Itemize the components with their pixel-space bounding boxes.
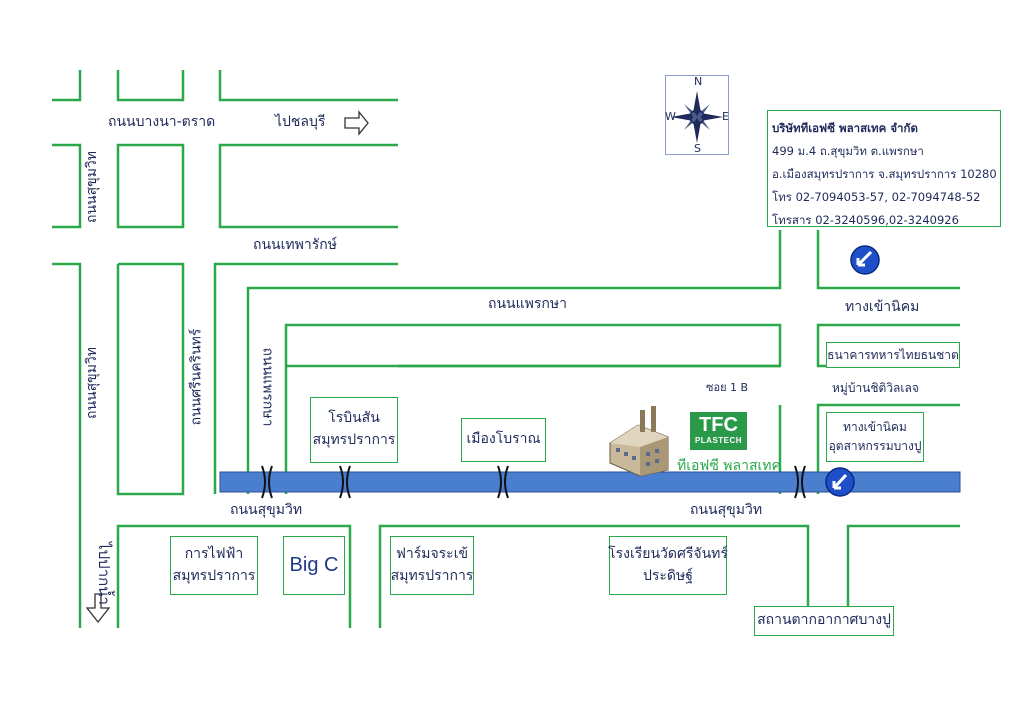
landmark-bangpoo-entrance: ทางเข้านิคม อุตสาหกรรมบางปู	[826, 412, 924, 462]
tfc-logo-sub: PLASTECH	[694, 436, 743, 445]
landmark-bangpoo-resort-label: สถานตากอากาศบางปู	[757, 612, 891, 629]
road-sukhumvit-vertical-mid: ถนนสุขุมวิท	[84, 346, 101, 420]
tfc-logo: TFC PLASTECH	[690, 412, 747, 450]
direction-sign-icon	[850, 245, 880, 275]
road-phraeksa: ถนนแพรกษา	[488, 296, 567, 312]
landmark-ancient-city: เมืองโบราณ	[461, 418, 546, 462]
landmark-tmb-bank-label: ธนาคารทหารไทยธนชาต	[827, 347, 959, 362]
compass-west: W	[665, 110, 676, 123]
landmark-robinson: โรบินสัน สมุทรปราการ	[310, 397, 398, 463]
road-theparak: ถนนเทพารักษ์	[253, 237, 337, 253]
landmark-big-c: Big C	[283, 536, 345, 595]
landmark-crocodile-farm-line1: ฟาร์มจระเข้	[395, 545, 469, 562]
to-chonburi-label: ไปชลบุรี	[275, 114, 326, 130]
landmark-bangpoo-entrance-line2: อุตสาหกรรมบางปู	[828, 439, 922, 453]
road-sukhumvit-vertical-top: ถนนสุขุมวิท	[84, 150, 101, 224]
landmark-electricity-line1: การไฟฟ้า	[184, 545, 244, 562]
landmark-electricity: การไฟฟ้า สมุทรปราการ	[170, 536, 258, 595]
to-pak-nam-label: ไปปากน้ำ	[94, 542, 113, 605]
landmark-school: โรงเรียนวัดศรีจันทร์ ประดิษฐ์	[608, 536, 728, 595]
road-phraeksa-vertical: ถนนแพรกษา	[259, 347, 276, 427]
company-address-line2: อ.เมืองสมุทรปราการ จ.สมุทรปราการ 10280	[772, 167, 997, 181]
landmark-bangpoo-entrance-line1: ทางเข้านิคม	[843, 420, 907, 435]
company-phone: โทร 02-7094053-57, 02-7094748-52	[772, 190, 981, 204]
compass-south: S	[694, 142, 701, 155]
soi-1b-label: ซอย 1 B	[706, 381, 749, 394]
landmark-robinson-line2: สมุทรปราการ	[312, 432, 396, 448]
landmark-tmb-bank: ธนาคารทหารไทยธนชาต	[826, 342, 960, 368]
direction-sign-icon	[825, 467, 855, 497]
compass-frame	[665, 75, 729, 155]
road-srinakarin: ถนนศรีนครินทร์	[188, 328, 205, 426]
compass-north: N	[694, 75, 703, 88]
factory-building-icon	[609, 406, 669, 477]
village-label: หมู่บ้านชิติวิลเลจ	[832, 381, 919, 395]
company-fax: โทรสาร 02-3240596,02-3240926	[772, 213, 959, 227]
compass-east: E	[722, 110, 729, 123]
landmark-ancient-city-label: เมืองโบราณ	[466, 431, 541, 448]
landmark-crocodile-farm-line2: สมุทรปราการ	[390, 567, 474, 584]
factory-name: ทีเอฟซี พลาสเทค	[677, 458, 781, 474]
landmark-school-line1: โรงเรียนวัดศรีจันทร์	[608, 545, 728, 562]
company-address-line1: 499 ม.4 ถ.สุขุมวิท ต.แพรกษา	[772, 144, 924, 158]
landmark-crocodile-farm: ฟาร์มจระเข้ สมุทรปราการ	[390, 536, 474, 595]
road-sukhumvit-bottom-left: ถนนสุขุมวิท	[230, 502, 303, 518]
compass-icon	[671, 91, 723, 143]
company-info-box: บริษัททีเอฟซี พลาสเทค จำกัด 499 ม.4 ถ.สุ…	[767, 110, 1001, 227]
company-name: บริษัททีเอฟซี พลาสเทค จำกัด	[772, 121, 918, 135]
landmark-school-line2: ประดิษฐ์	[643, 567, 693, 584]
road-sukhumvit-bottom-right: ถนนสุขุมวิท	[690, 502, 763, 518]
landmark-bangpoo-resort: สถานตากอากาศบางปู	[754, 606, 894, 636]
landmark-robinson-line1: โรบินสัน	[328, 410, 380, 427]
road-bangna-trat: ถนนบางนา-ตราด	[108, 114, 216, 130]
estate-entrance-label: ทางเข้านิคม	[845, 299, 920, 315]
landmark-electricity-line2: สมุทรปราการ	[172, 567, 256, 584]
tfc-logo-main: TFC	[699, 414, 738, 436]
